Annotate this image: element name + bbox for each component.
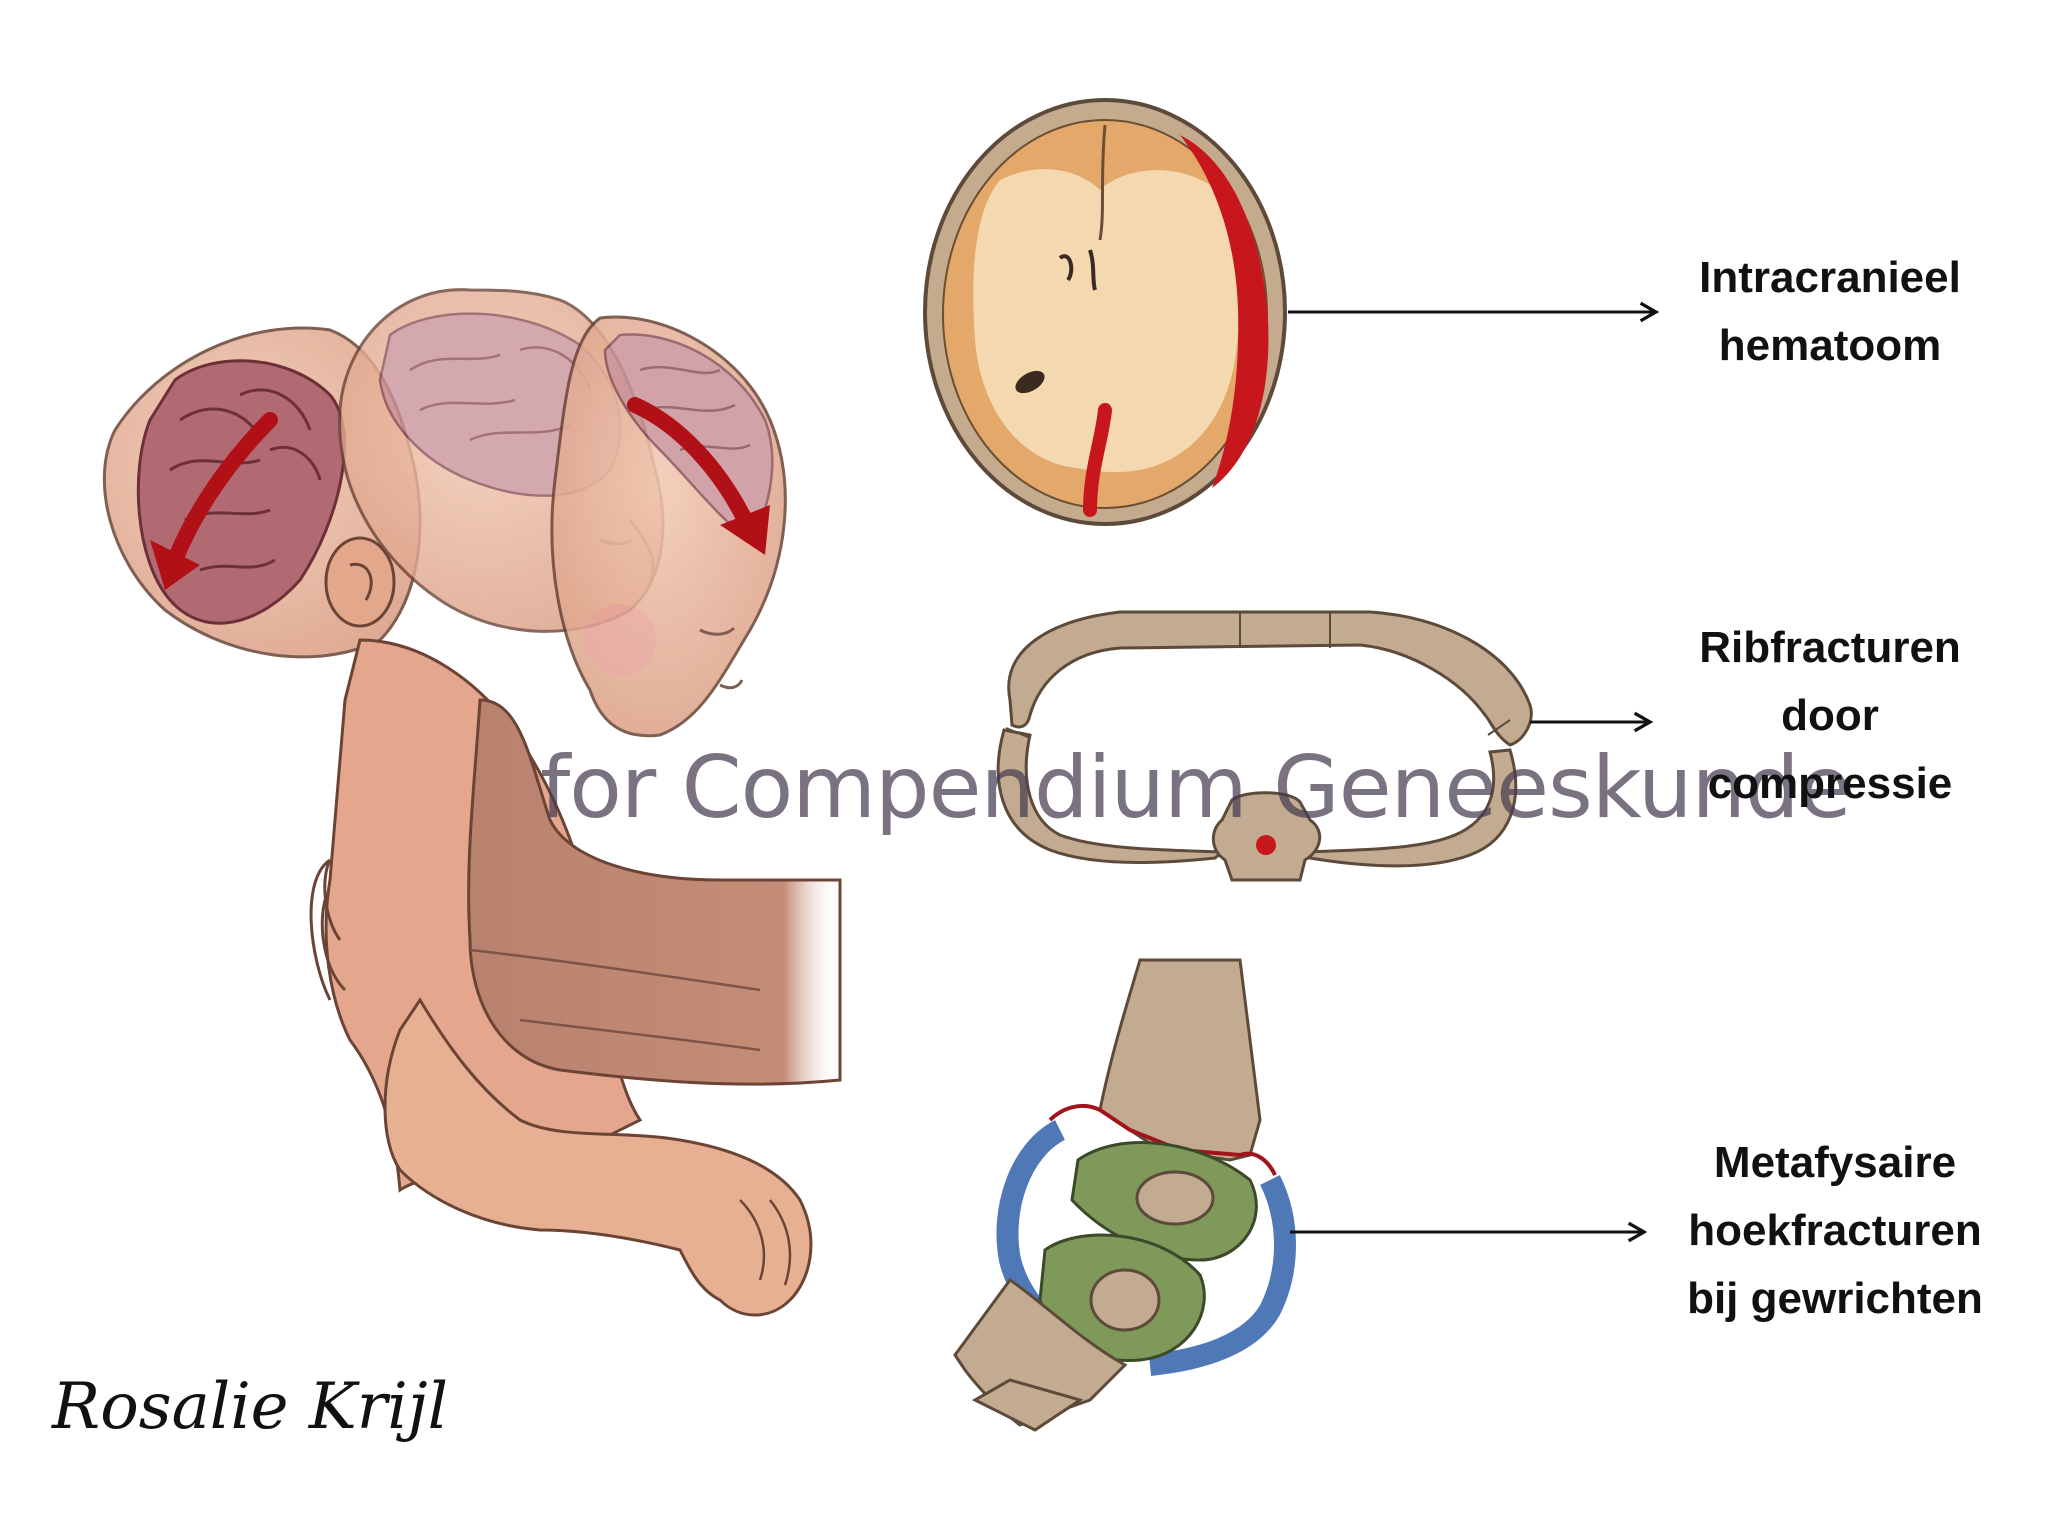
label-line: compressie [1707, 759, 1953, 808]
rotation-arrow-icon [167, 412, 278, 568]
label-line: Ribfracturen [1699, 623, 1961, 672]
artist-signature: Rosalie Krijl [52, 1370, 449, 1444]
adult-hand [320, 698, 842, 1086]
rotation-arrow-icon [627, 397, 753, 528]
label-line: Intracranieel [1699, 253, 1961, 302]
label-line: bij gewrichten [1687, 1274, 1983, 1323]
label-line: hematoom [1718, 321, 1942, 370]
label-intracranial-hematoma: Intracranieel hematoom [1640, 244, 2020, 380]
rotation-arrow-icon [720, 505, 770, 555]
label-line: hoekfracturen [1688, 1206, 1982, 1255]
knee-joint [953, 958, 1296, 1432]
label-metaphyseal-fractures: Metafysaire hoekfracturen bij gewrichten [1630, 1129, 2040, 1333]
brain-cross-section [923, 98, 1287, 526]
femur [1098, 958, 1262, 1162]
label-rib-fractures: Ribfracturen door compressie [1640, 614, 2020, 818]
subdural-hematoma [1180, 135, 1269, 488]
infant-figure [102, 288, 842, 1317]
infant-arm [383, 997, 813, 1317]
watermark: for Compendium Geneeskunde [540, 738, 1852, 838]
rib-cage-section [996, 610, 1533, 882]
label-line: door [1781, 691, 1879, 740]
label-line: Metafysaire [1713, 1138, 1957, 1187]
rotation-arrow-icon [150, 540, 200, 590]
